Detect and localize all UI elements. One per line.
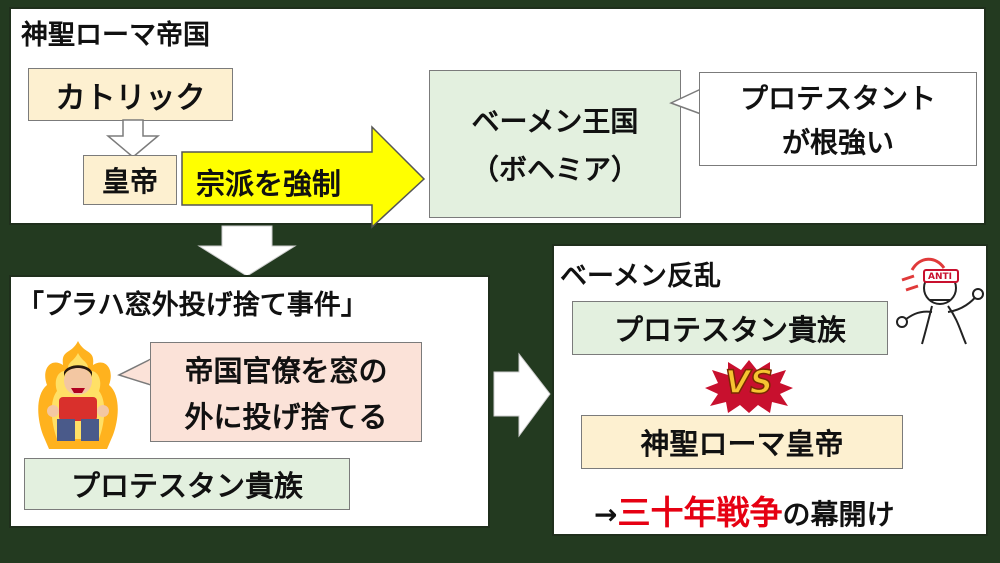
emperor-label: 皇帝 (101, 165, 158, 198)
down-arrow-icon (105, 119, 161, 158)
vs-burst-icon (705, 360, 793, 413)
panel-bohemian-revolt: ベーメン反乱 ANTI プロテスタン貴族 VS 神聖ローマ皇帝 →三十年戦争の幕… (552, 244, 988, 536)
protestant-nobles-box-left: プロテスタン貴族 (24, 458, 350, 510)
catholic-label: カトリック (55, 80, 206, 116)
protestant-nobles-label-left: プロテスタン貴族 (70, 469, 303, 503)
protestant-callout: プロテスタント が根強い (699, 72, 977, 166)
callout-line2: 外に投げ捨てる (184, 400, 388, 434)
bohemia-line2: （ボヘミア） (470, 153, 639, 186)
big-down-arrow-icon (197, 225, 297, 277)
big-right-arrow-icon (493, 352, 551, 438)
panel-title-hre: 神聖ローマ帝国 (21, 20, 210, 51)
result-line: →三十年戦争の幕開け (594, 486, 894, 534)
thirty-years-war-label: 三十年戦争 (617, 493, 783, 532)
result-rest-label: の幕開け (782, 498, 895, 531)
catholic-box: カトリック (28, 68, 233, 121)
hre-emperor-box: 神聖ローマ皇帝 (581, 415, 903, 469)
yellow-right-arrow-icon (181, 125, 426, 229)
panel-title-revolt: ベーメン反乱 (560, 261, 721, 292)
bohemia-box: ベーメン王国 （ボヘミア） (429, 70, 681, 218)
angry-man-illustration-icon (38, 341, 118, 449)
protestant-line1: プロテスタント (739, 82, 936, 115)
callout-line1: 帝国官僚を窓の (184, 354, 388, 388)
force-religion-label: 宗派を強制 (196, 167, 342, 201)
bohemia-line1: ベーメン王国 (471, 105, 639, 138)
emperor-box: 皇帝 (83, 155, 177, 205)
protestant-nobles-box-right: プロテスタン貴族 (572, 301, 888, 355)
hre-emperor-label: 神聖ローマ皇帝 (640, 427, 844, 461)
defenestration-callout: 帝国官僚を窓の 外に投げ捨てる (150, 342, 422, 442)
anti-label: ANTI (928, 272, 952, 282)
result-arrow: → (594, 498, 618, 531)
protestant-nobles-label-right: プロテスタン貴族 (613, 313, 846, 347)
vs-label: VS (724, 362, 773, 402)
panel-title-defenestration: 「プラハ窓外投げ捨て事件」 (17, 290, 368, 321)
protestant-line2: が根強い (781, 126, 894, 159)
anti-protester-illustration-icon (896, 257, 984, 345)
panel-defenestration: 「プラハ窓外投げ捨て事件」 帝国官僚を窓の 外に投げ捨てる プロテスタン貴族 (9, 275, 490, 528)
panel-holy-roman-empire: 神聖ローマ帝国 カトリック 皇帝 宗派を強制 ベーメン王国 （ボヘミア） プロテ… (9, 7, 986, 229)
